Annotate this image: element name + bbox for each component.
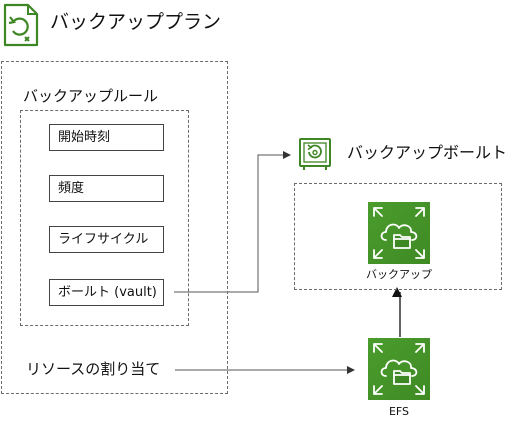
rule-frequency: 頻度 [49, 175, 164, 202]
resource-assignment-label: リソースの割り当て [26, 360, 161, 378]
backup-rule-title: バックアップルール [23, 87, 159, 105]
backup-plan-title: バックアッププラン [50, 11, 222, 33]
backup-rule-container [20, 110, 189, 326]
backup-resource-label: バックアップ [366, 268, 432, 281]
backup-plan-container [1, 61, 228, 394]
rule-vault: ボールト (vault) [49, 279, 164, 306]
efs-file-system-icon [368, 338, 430, 400]
backup-plan-icon [3, 3, 39, 47]
backup-vault-title: バックアップボールト [347, 143, 508, 162]
backup-efs-icon [368, 202, 430, 264]
rule-start-time-label: 開始時刻 [58, 130, 111, 145]
rule-lifecycle: ライフサイクル [49, 226, 164, 253]
vault-connector [174, 151, 291, 293]
efs-label: EFS [388, 405, 410, 418]
backup-vault-icon [297, 136, 333, 172]
rule-vault-label: ボールト (vault) [58, 285, 157, 300]
backup-vault-container [294, 183, 502, 290]
rule-frequency-label: 頻度 [58, 181, 85, 196]
rule-start-time: 開始時刻 [49, 124, 164, 151]
rule-lifecycle-label: ライフサイクル [58, 232, 149, 247]
